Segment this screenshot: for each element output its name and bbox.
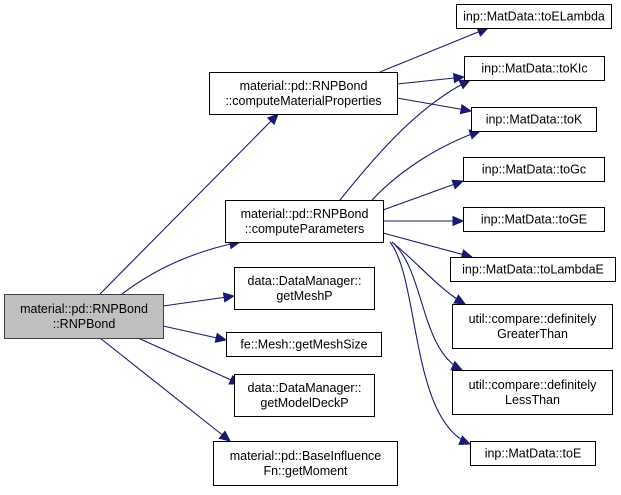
node-box[interactable] [456, 4, 612, 29]
edge-root-to-getMoment [99, 337, 231, 442]
edge-root-to-getMeshSize [162, 325, 228, 343]
node-root[interactable]: material::pd::RNPBond::RNPBond [4, 294, 164, 339]
node-box[interactable] [463, 157, 605, 182]
node-label: fe::Mesh::getMeshSize [240, 338, 367, 352]
edge-root-to-getModelDeckP [137, 337, 242, 385]
node-label: material::pd::RNPBond [241, 207, 369, 221]
node-getMeshSize[interactable]: fe::Mesh::getMeshSize [226, 332, 382, 357]
node-getModelDeckP[interactable]: data::DataManager::getModelDeckP [234, 374, 375, 417]
node-box[interactable] [450, 257, 616, 282]
arrowhead-icon [222, 292, 236, 303]
node-label: ::RNPBond [53, 317, 116, 331]
arrowhead-icon [458, 435, 472, 445]
node-label: util::compare::definitely [469, 312, 598, 326]
node-label: inp::MatData::toELambda [463, 10, 605, 24]
node-label: inp::MatData::toGc [482, 163, 586, 177]
node-box[interactable] [463, 207, 605, 232]
node-label: util::compare::definitely [469, 378, 598, 392]
node-toGc[interactable]: inp::MatData::toGc [463, 157, 605, 182]
arrowhead-icon [452, 215, 465, 227]
node-toE[interactable]: inp::MatData::toE [470, 441, 596, 466]
node-label: inp::MatData::toKIc [481, 62, 587, 76]
edge-computeMaterialProperties-to-toKIc [396, 72, 466, 85]
edge-line [391, 241, 463, 371]
arrowhead-icon [453, 72, 466, 84]
node-box[interactable] [226, 332, 382, 357]
node-box[interactable] [471, 107, 597, 132]
node-toK[interactable]: inp::MatData::toK [471, 107, 597, 132]
node-box[interactable] [209, 72, 398, 115]
edge-root-to-computeParameters [121, 238, 242, 295]
arrowhead-icon [266, 113, 279, 126]
arrowhead-icon [453, 294, 467, 305]
edge-line [121, 241, 241, 295]
edge-line [389, 241, 471, 445]
node-label: inp::MatData::toGE [481, 213, 587, 227]
node-toELambda[interactable]: inp::MatData::toELambda [456, 4, 612, 29]
node-box[interactable] [234, 267, 375, 310]
arrowhead-icon [450, 360, 464, 371]
node-label: ::computeMaterialProperties [225, 94, 381, 108]
node-box[interactable] [225, 200, 384, 243]
edge-computeParameters-to-toE [389, 241, 472, 445]
node-label: getModelDeckP [260, 396, 348, 410]
edge-root-to-computeMaterialProperties [99, 113, 279, 295]
arrowhead-icon [459, 103, 473, 115]
node-label: Fn::getMoment [263, 464, 348, 478]
node-label: ::computeParameters [245, 222, 365, 236]
edge-line [382, 232, 473, 258]
node-label: inp::MatData::toK [486, 113, 583, 127]
node-computeParameters[interactable]: material::pd::RNPBond::computeParameters [225, 200, 384, 243]
node-label: data::DataManager:: [248, 274, 362, 288]
node-label: material::pd::RNPBond [20, 302, 148, 316]
edge-computeParameters-to-toGE [383, 215, 465, 227]
edges-layer [99, 27, 490, 445]
node-label: GreaterThan [497, 327, 568, 341]
node-label: data::DataManager:: [248, 381, 362, 395]
node-box[interactable] [234, 374, 375, 417]
edge-line [162, 295, 235, 307]
nodes-layer: material::pd::RNPBond::RNPBondmaterial::… [4, 4, 616, 486]
node-box[interactable] [213, 441, 398, 486]
arrowhead-icon [458, 79, 472, 90]
node-box[interactable] [464, 56, 605, 81]
edge-line [379, 27, 489, 73]
edge-root-to-getMeshP [162, 292, 236, 307]
edge-computeParameters-to-toK [371, 129, 482, 201]
node-toGE[interactable]: inp::MatData::toGE [463, 207, 605, 232]
node-label: getMeshP [276, 289, 332, 303]
node-label: material::pd::RNPBond [240, 79, 368, 93]
node-box[interactable] [452, 304, 613, 349]
node-box[interactable] [4, 294, 164, 339]
node-toKIc[interactable]: inp::MatData::toKIc [464, 56, 605, 81]
edge-line [396, 97, 472, 112]
edge-line [382, 180, 464, 211]
node-label: material::pd::BaseInfluence [230, 449, 382, 463]
edge-computeMaterialProperties-to-toK [396, 97, 473, 115]
node-getMeshP[interactable]: data::DataManager::getMeshP [234, 267, 375, 310]
edge-line [99, 337, 231, 442]
node-label: inp::MatData::toE [485, 447, 582, 461]
edge-line [339, 79, 471, 201]
edge-line [99, 113, 279, 295]
edge-line [396, 76, 465, 85]
node-box[interactable] [452, 370, 613, 415]
node-computeMaterialProperties[interactable]: material::pd::RNPBond::computeMaterialPr… [209, 72, 398, 115]
edge-computeParameters-to-definitelyLessThan [391, 241, 464, 371]
edge-computeParameters-to-definitelyGreaterThan [391, 241, 467, 305]
edge-line [137, 337, 241, 385]
node-label: inp::MatData::toLambdaE [462, 263, 604, 277]
node-box[interactable] [470, 441, 596, 466]
node-toLambdaE[interactable]: inp::MatData::toLambdaE [450, 257, 616, 282]
edge-line [371, 130, 481, 201]
node-label: LessThan [505, 393, 560, 407]
edge-line [162, 325, 227, 341]
arrowhead-icon [451, 179, 465, 190]
arrowhead-icon [214, 332, 228, 343]
arrowhead-icon [218, 430, 231, 442]
edge-computeParameters-to-toGc [382, 179, 465, 211]
